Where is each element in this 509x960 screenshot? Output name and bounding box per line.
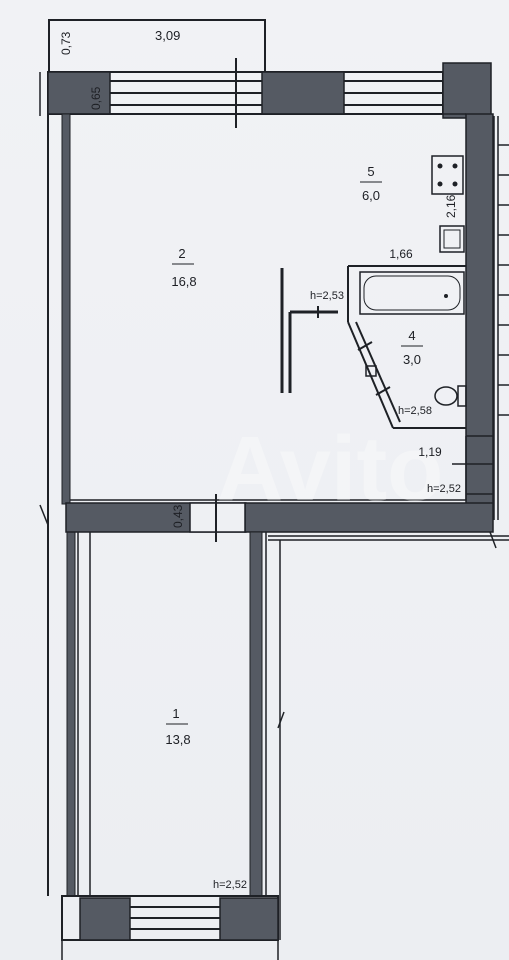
- entrance-corridor: [452, 435, 494, 500]
- left-wall-group: [39, 113, 91, 897]
- hall-width-label: 1,19: [418, 445, 442, 459]
- toilet: [434, 385, 467, 407]
- bathtub: [359, 271, 465, 315]
- bathroom-walls: [347, 265, 466, 429]
- stove: [431, 155, 464, 195]
- right-wall-group: [465, 113, 509, 520]
- balcony-depth-label: 0,73: [59, 31, 73, 55]
- room-4-area: 3,0: [403, 352, 421, 367]
- top-wall-label: 0,65: [89, 86, 103, 110]
- kitchen-sink: [439, 225, 465, 253]
- kitchen-side-label: 2,16: [444, 194, 458, 218]
- bath-width-label: 1,66: [389, 247, 413, 261]
- room-1-height: h=2,52: [213, 879, 247, 891]
- room-4-number: 4: [408, 328, 415, 343]
- balcony-width-label: 3,09: [155, 28, 180, 43]
- room-1-area: 13,8: [165, 732, 190, 747]
- room-1-walls: [249, 531, 285, 940]
- stair-lines: [498, 144, 509, 416]
- room-5-area: 6,0: [362, 188, 380, 203]
- hall-height-label: h=2,53: [310, 290, 344, 302]
- watermark: Avito: [217, 418, 444, 520]
- room-4-height: h=2,58: [398, 405, 432, 417]
- middle-wall-label: 0,43: [171, 504, 185, 528]
- room-2-area: 16,8: [171, 274, 196, 289]
- corridor-height-label: h=2,52: [427, 483, 461, 495]
- middle-wall-group: [65, 494, 509, 549]
- room-2-number: 2: [178, 246, 185, 261]
- room-1-number: 1: [172, 706, 179, 721]
- bottom-wall-group: [61, 895, 279, 960]
- room-5-number: 5: [367, 164, 374, 179]
